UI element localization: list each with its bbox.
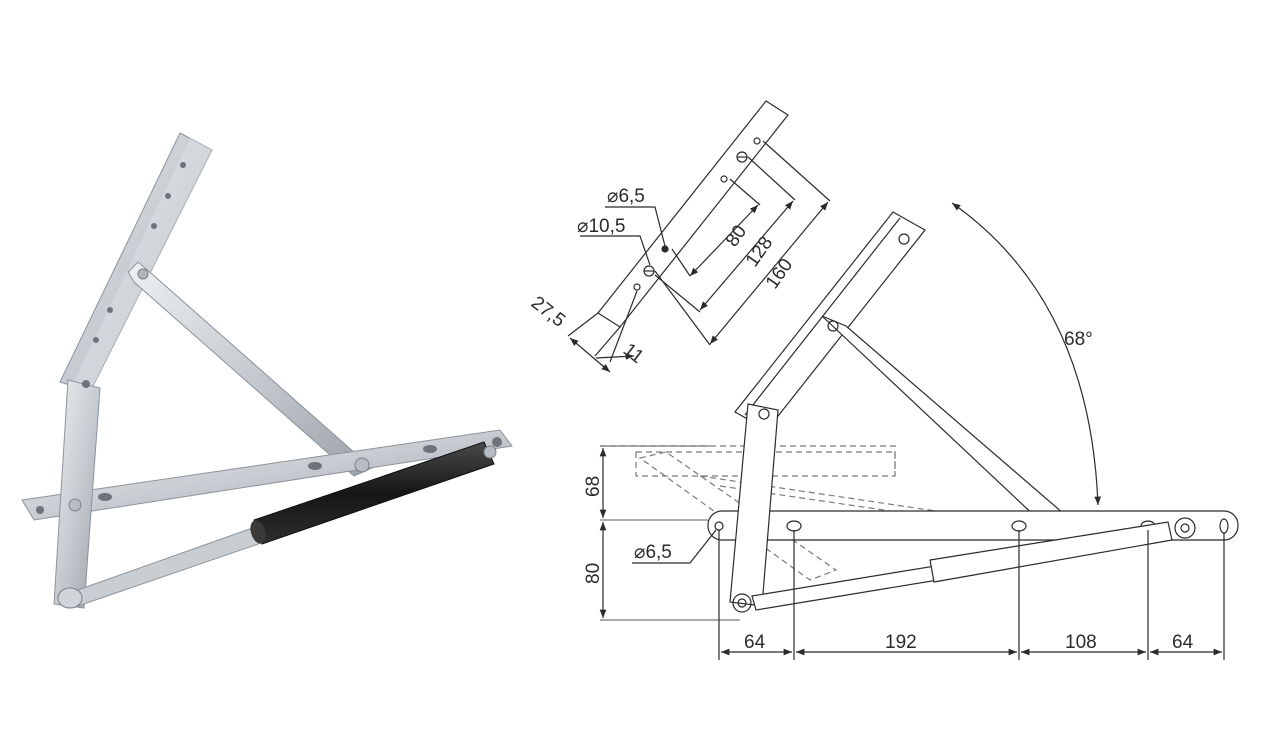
label-dist-160: 160 xyxy=(762,255,797,293)
angle-arc xyxy=(951,202,1102,506)
label-height-lower: 80 xyxy=(583,563,604,584)
hole xyxy=(661,245,669,253)
label-hole-base: ⌀6,5 xyxy=(634,542,672,563)
diagonal-arm-3d xyxy=(127,261,373,477)
label-angle: 68° xyxy=(1064,329,1093,350)
bracket-outline xyxy=(597,100,789,328)
label-spacing-3: 108 xyxy=(1065,632,1097,653)
hole xyxy=(720,175,728,183)
gas-spring-body xyxy=(929,521,1173,583)
label-spacing-1: 64 xyxy=(744,632,766,653)
label-hole-large: ⌀10,5 xyxy=(577,216,625,237)
base-plate-3d xyxy=(21,429,513,521)
label-offset-a: 27,5 xyxy=(527,292,569,331)
upper-bracket-3d xyxy=(59,132,213,393)
label-spacing-4: 64 xyxy=(1172,632,1194,653)
label-dist-80: 80 xyxy=(722,222,751,251)
label-offset-b: 11 xyxy=(619,339,647,368)
hole xyxy=(633,283,641,291)
bracket-detail-labels: ⌀6,5 ⌀10,5 80 128 160 27,5 11 xyxy=(527,186,797,368)
gas-spring-rod xyxy=(751,565,939,611)
lower-leg-3d xyxy=(53,379,101,609)
bracket-detail-drawing xyxy=(567,100,831,373)
main-technical-drawing xyxy=(599,202,1239,660)
leg xyxy=(729,403,779,607)
hinge-3d-render xyxy=(21,132,513,609)
label-spacing-2: 192 xyxy=(885,632,917,653)
gas-spring-3d xyxy=(57,441,497,609)
label-hole-small: ⌀6,5 xyxy=(607,186,645,207)
label-height-upper: 68 xyxy=(583,476,604,497)
diagonal-arm xyxy=(821,315,1080,537)
main-drawing-labels: 68° 68 80 ⌀6,5 64 192 108 64 xyxy=(583,329,1194,653)
hole xyxy=(753,137,761,145)
